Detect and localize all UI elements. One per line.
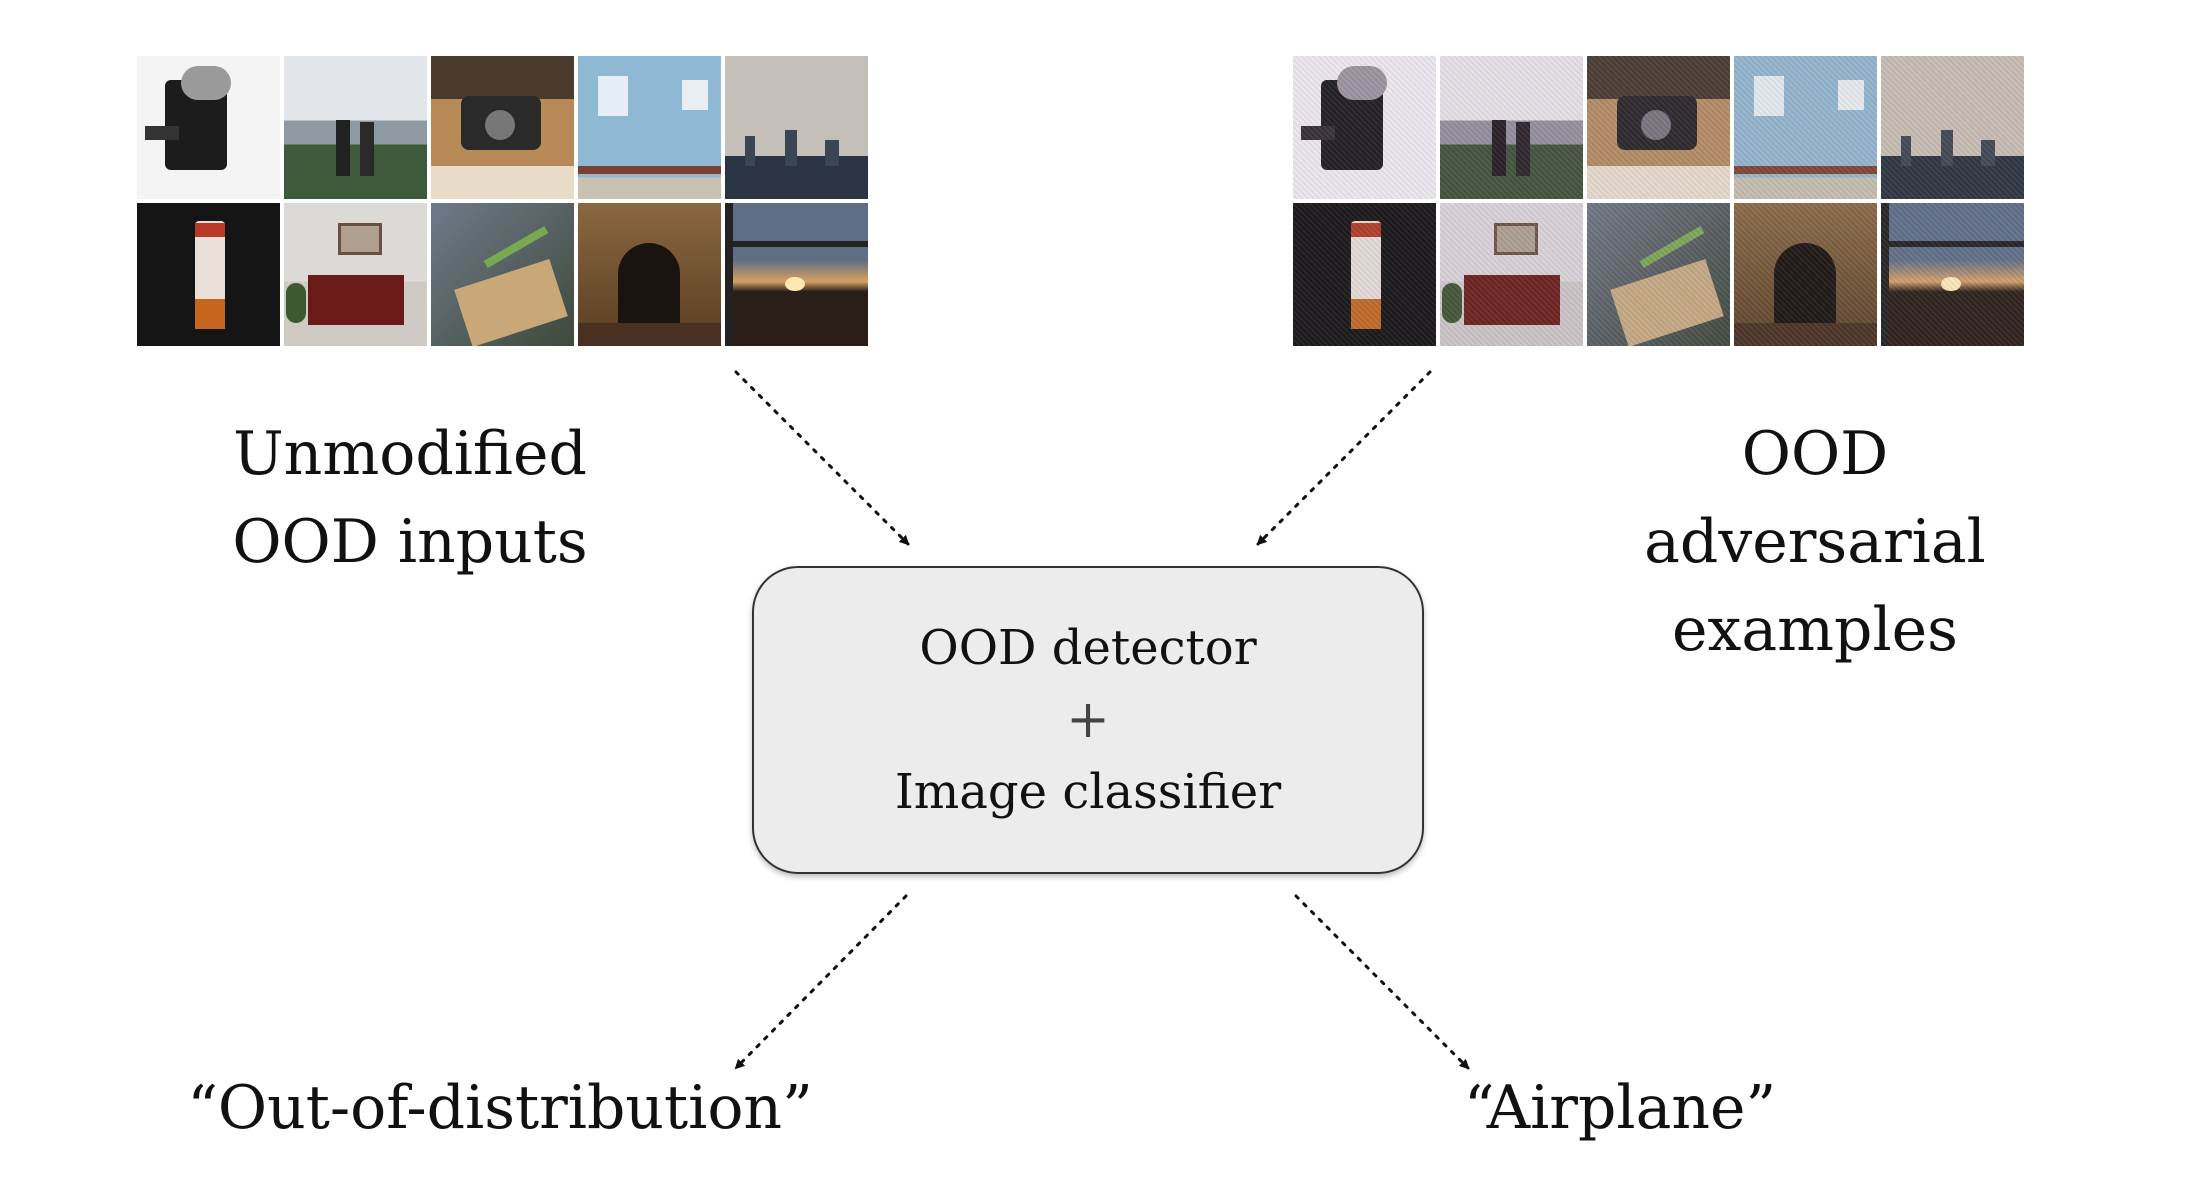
blue-building-thumb bbox=[578, 56, 721, 199]
unmodified-image-grid bbox=[137, 56, 868, 346]
planter-box-thumb bbox=[1587, 203, 1730, 346]
output-ood-label: “Out-of-distribution” bbox=[187, 1073, 813, 1143]
stone-archway-thumb bbox=[578, 203, 721, 346]
bottle-thumb bbox=[1293, 203, 1436, 346]
coffee-machine-thumb bbox=[137, 56, 280, 199]
planter-box-thumb bbox=[431, 203, 574, 346]
image-classifier-text: Image classifier bbox=[894, 764, 1282, 820]
sunset-window-thumb bbox=[725, 203, 868, 346]
adversarial-label: OOD adversarial examples bbox=[1500, 410, 2130, 674]
sunset-window-thumb bbox=[1881, 203, 2024, 346]
ood-detector-text: OOD detector bbox=[919, 620, 1257, 676]
adversarial-label-line2: adversarial examples bbox=[1644, 507, 1986, 665]
adversarial-image-grid bbox=[1293, 56, 2024, 346]
camera-on-desk-thumb bbox=[1587, 56, 1730, 199]
camera-on-desk-thumb bbox=[431, 56, 574, 199]
arrow-adversarial-to-box bbox=[1256, 370, 1432, 546]
stone-archway-thumb bbox=[1734, 203, 1877, 346]
unmodified-label-line1: Unmodified bbox=[233, 419, 587, 489]
coffee-machine-thumb bbox=[1293, 56, 1436, 199]
lakeside-people-thumb bbox=[284, 56, 427, 199]
detector-classifier-box: OOD detector + Image classifier bbox=[752, 566, 1424, 874]
arrow-box-to-ood bbox=[734, 894, 908, 1070]
lakeside-people-thumb bbox=[1440, 56, 1583, 199]
blue-building-thumb bbox=[1734, 56, 1877, 199]
red-cabinet-thumb bbox=[284, 203, 427, 346]
plus-sign: + bbox=[1066, 690, 1110, 750]
adversarial-label-line1: OOD bbox=[1741, 419, 1889, 489]
arrow-unmodified-to-box bbox=[734, 370, 910, 546]
unmodified-label-line2: OOD inputs bbox=[232, 507, 588, 577]
output-airplane-label: “Airplane” bbox=[1463, 1073, 1777, 1143]
red-cabinet-thumb bbox=[1440, 203, 1583, 346]
city-skyline-thumb bbox=[1881, 56, 2024, 199]
bottle-thumb bbox=[137, 203, 280, 346]
city-skyline-thumb bbox=[725, 56, 868, 199]
arrow-box-to-airplane bbox=[1294, 894, 1470, 1070]
unmodified-label: Unmodified OOD inputs bbox=[190, 410, 630, 586]
